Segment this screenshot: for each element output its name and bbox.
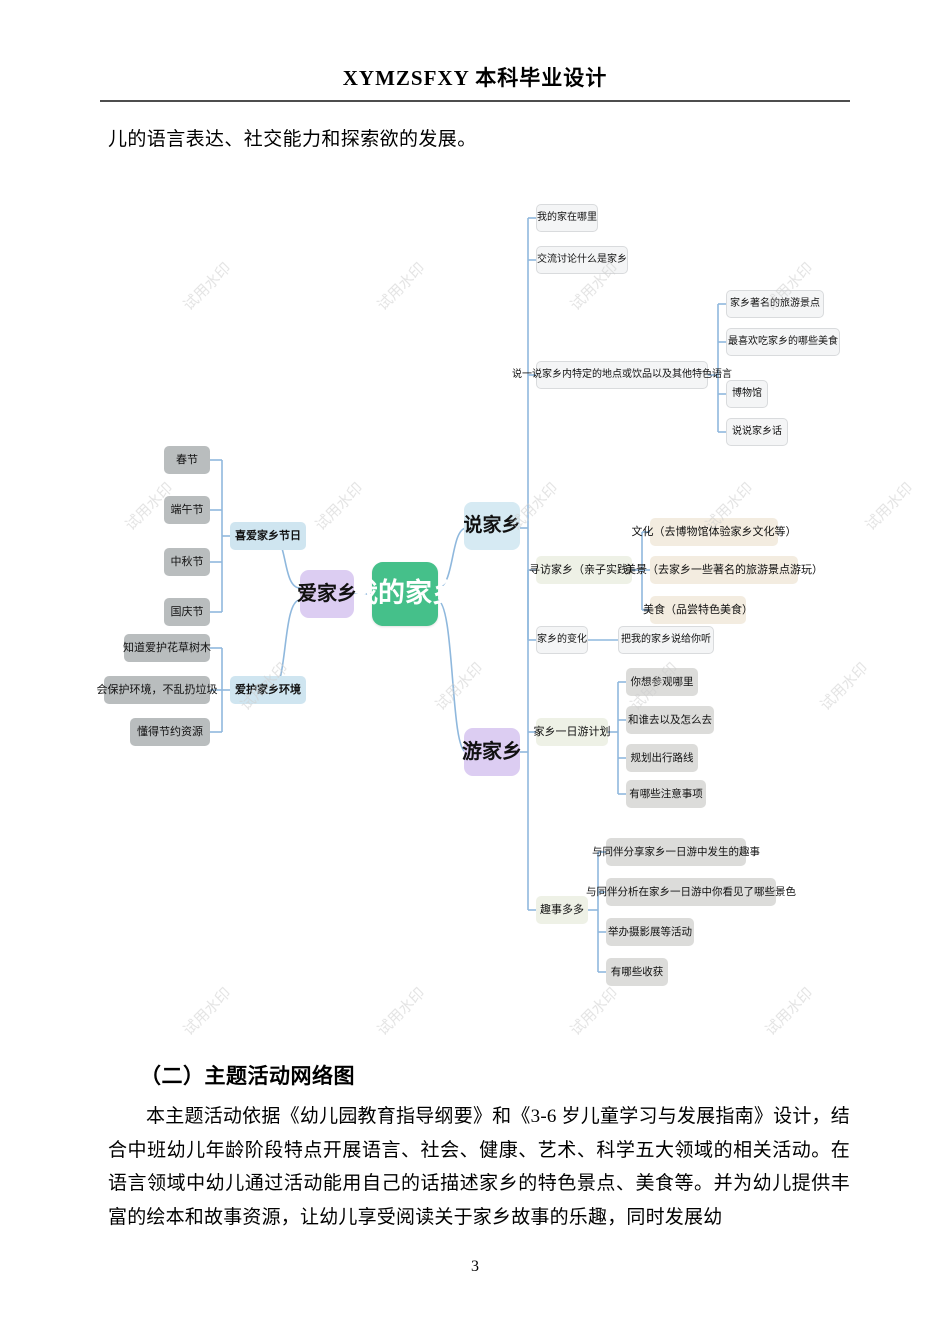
mindmap-node-zhuyi-shixiang[interactable]: 有哪些注意事项 xyxy=(626,780,706,808)
mindmap-node-jiaxiang-meishi[interactable]: 最喜欢吃家乡的哪些美食 xyxy=(726,328,840,356)
mindmap-node-jiaxianghua[interactable]: 说说家乡话 xyxy=(726,418,788,446)
mindmap-node-xunfang-jiaxiang[interactable]: 寻访家乡（亲子实践） xyxy=(529,556,639,584)
page-header: XYMZSFXY 本科毕业设计 xyxy=(100,62,850,92)
mindmap-node-yirishou-jihua[interactable]: 家乡一日游计划 xyxy=(534,718,611,746)
mindmap-node-meishi[interactable]: 美食（品尝特色美食） xyxy=(643,596,753,624)
mindmap-node-fenxi-jingse[interactable]: 与同伴分析在家乡一日游中你看见了哪些景色 xyxy=(586,878,796,906)
mindmap-node-sheyingzhan[interactable]: 举办摄影展等活动 xyxy=(606,918,694,946)
mindmap-node-huacao-shumu[interactable]: 知道爱护花草树木 xyxy=(123,634,211,662)
mindmap-node-bowuguan[interactable]: 博物馆 xyxy=(726,380,768,408)
mindmap-figure: 我的家乡 爱家乡 说家乡 游家乡 喜爱家乡节日 爱护家乡环境 春节 端午节 中秋… xyxy=(0,170,950,1050)
mindmap-node-chunjie[interactable]: 春节 xyxy=(164,446,210,474)
mindmap-branch-you-jiaxiang[interactable]: 游家乡 xyxy=(462,728,522,776)
mindmap-node-shuoyishuo-tese[interactable]: 说一说家乡内特定的地点或饮品以及其他特色语言 xyxy=(512,361,732,389)
mindmap-node-wodejia-zainali[interactable]: 我的家在哪里 xyxy=(536,204,598,232)
mindmap-node-jieyue-ziyuan[interactable]: 懂得节约资源 xyxy=(130,718,210,746)
mindmap-node-guihua-luxian[interactable]: 规划出行路线 xyxy=(626,744,698,772)
body-paragraph: 本主题活动依据《幼儿园教育指导纲要》和《3-6 岁儿童学习与发展指南》设计，结合… xyxy=(108,1106,850,1228)
mindmap-node-aihu-huanjing[interactable]: 爱护家乡环境 xyxy=(230,676,306,704)
mindmap-node-xiang-canguan[interactable]: 你想参观哪里 xyxy=(626,668,698,696)
mindmap-node-jiaxiang-bianhua[interactable]: 家乡的变化 xyxy=(536,626,588,654)
mindmap-branch-ai-jiaxiang[interactable]: 爱家乡 xyxy=(297,570,357,618)
section-heading: （二）主题活动网络图 xyxy=(140,1065,355,1088)
lead-paragraph: 儿的语言表达、社交能力和探索欲的发展。 xyxy=(108,129,477,150)
mindmap-node-wenhua[interactable]: 文化（去博物馆体验家乡文化等） xyxy=(632,518,797,546)
mindmap-node-lvyou-jingdian[interactable]: 家乡著名的旅游景点 xyxy=(726,290,824,318)
mindmap-node-zhongqiujie[interactable]: 中秋节 xyxy=(164,548,210,576)
mindmap-node-baohu-huanjing[interactable]: 会保护环境，不乱扔垃圾 xyxy=(97,676,218,704)
mindmap-node-shouhuo[interactable]: 有哪些收获 xyxy=(606,958,668,986)
mindmap-node-jiaoliu-taolun[interactable]: 交流讨论什么是家乡 xyxy=(536,246,628,274)
mindmap-center-node[interactable]: 我的家乡 xyxy=(351,562,459,626)
mindmap-node-meijing[interactable]: 美景（去家乡一些著名的旅游景点游玩） xyxy=(625,556,823,584)
header-divider xyxy=(100,100,850,102)
mindmap-node-heshei-qu[interactable]: 和谁去以及怎么去 xyxy=(626,706,714,734)
mindmap-node-fenxiang-qushi[interactable]: 与同伴分享家乡一日游中发生的趣事 xyxy=(592,838,760,866)
mindmap-node-qushi-duoduo[interactable]: 趣事多多 xyxy=(536,896,588,924)
header-title: XYMZSFXY 本科毕业设计 xyxy=(342,66,608,90)
mindmap-branch-shuo-jiaxiang[interactable]: 说家乡 xyxy=(464,502,521,550)
mindmap-node-xiai-jieri[interactable]: 喜爱家乡节日 xyxy=(230,522,306,550)
mindmap-node-guoqingjie[interactable]: 国庆节 xyxy=(164,598,210,626)
mindmap-node-duanwujie[interactable]: 端午节 xyxy=(164,496,210,524)
page-number: 3 xyxy=(471,1258,479,1275)
mindmap-node-shuogei-nilisten[interactable]: 把我的家乡说给你听 xyxy=(618,626,714,654)
